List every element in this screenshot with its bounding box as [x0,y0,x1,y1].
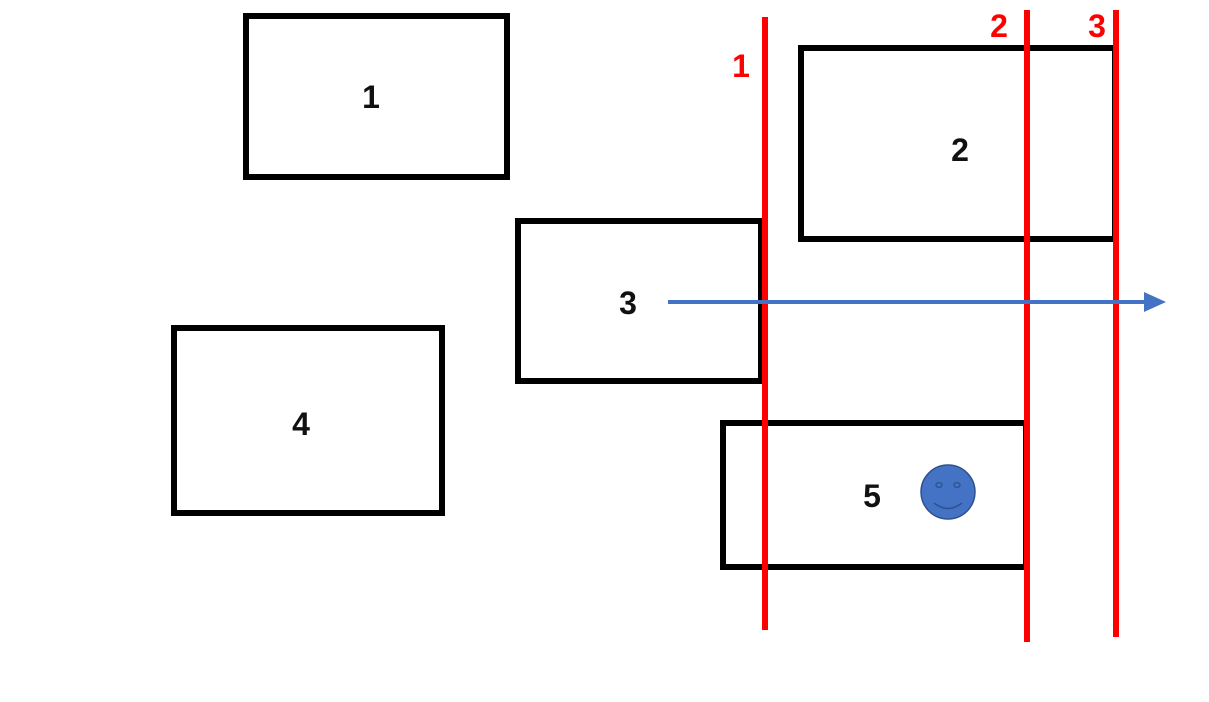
box-5: 5 [720,420,1029,570]
smiley-face-right-eye [953,481,961,489]
sweep-line-1-label: 1 [732,48,750,84]
arrow-head [1144,292,1166,312]
box-2: 2 [798,45,1118,242]
box-2-label: 2 [951,132,969,168]
smiley-face-icon [920,464,976,520]
box-4-frame [171,325,445,516]
sweep-line-3-label: 3 [1088,8,1106,44]
box-4-label: 4 [292,406,310,442]
box-1: 1 [243,13,510,180]
box-1-frame [243,13,510,180]
box-3-label: 3 [619,285,637,321]
arrow-right-icon [668,292,1166,312]
box-1-label: 1 [362,79,380,115]
smiley-face-head [920,464,976,520]
smiley-face-left-eye [935,481,943,489]
box-4: 4 [171,325,445,516]
sweep-line-2-label: 2 [990,8,1008,44]
smiley-face-mouth [933,502,963,510]
box-5-label: 5 [863,478,881,514]
